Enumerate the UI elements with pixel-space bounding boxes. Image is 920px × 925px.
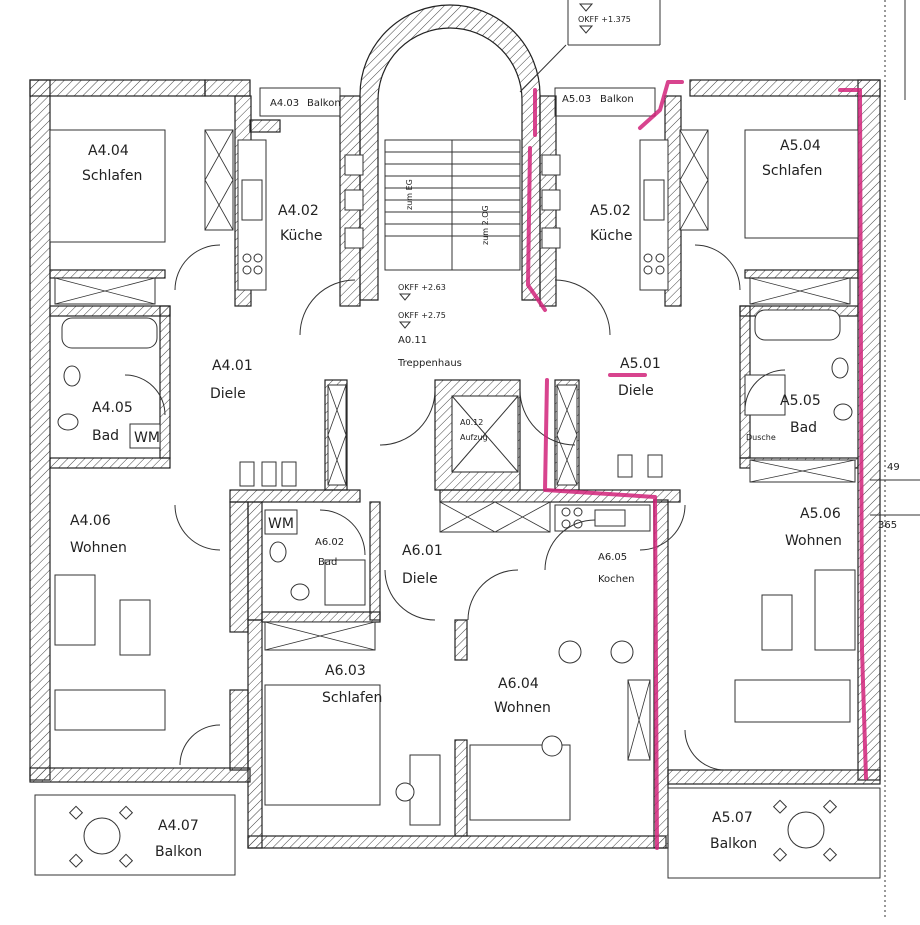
room-a012-id: A0.12	[460, 418, 483, 427]
room-a012-name: Aufzug	[460, 433, 488, 442]
room-a404-name: Schlafen	[82, 168, 142, 184]
balconies	[34, 87, 881, 879]
room-a506-name: Wohnen	[785, 533, 842, 549]
room-a502-name: Küche	[590, 228, 633, 244]
room-a401-id: A4.01	[212, 358, 253, 374]
room-a403-name: Balkon	[307, 98, 341, 109]
dim-49: 49	[887, 462, 900, 473]
room-a404-id: A4.04	[88, 143, 129, 159]
room-a406-name: Wohnen	[70, 540, 127, 556]
room-a402-name: Küche	[280, 228, 323, 244]
stair-tower: zum EG zum 2.OG	[359, 4, 541, 301]
room-labels: A4.03 Balkon A5.03 Balkon A4.04 Schlafen…	[70, 94, 842, 860]
kitchens	[237, 139, 669, 532]
room-a605-name: Kochen	[598, 574, 635, 585]
room-a501-id: A5.01	[620, 356, 661, 372]
annotations: OKFF +1.375 OKFF +2.63 OKFF +2.75 49 365	[398, 0, 920, 920]
room-a601-id: A6.01	[402, 543, 443, 559]
room-a011-name: Treppenhaus	[397, 358, 462, 369]
room-a605-id: A6.05	[598, 552, 627, 563]
room-a506-id: A5.06	[800, 506, 841, 522]
marker-highlight	[526, 80, 868, 850]
room-a504-name: Schlafen	[762, 163, 822, 179]
room-a403-id: A4.03	[270, 98, 299, 109]
room-a407-name: Balkon	[155, 844, 202, 860]
room-a503-id: A5.03	[562, 94, 591, 105]
room-a503-name: Balkon	[600, 94, 634, 105]
room-a604-name: Wohnen	[494, 700, 551, 716]
room-a604-id: A6.04	[498, 676, 539, 692]
room-a602-id: A6.02	[315, 537, 344, 548]
door-swings	[124, 244, 786, 771]
living-furniture	[54, 454, 856, 826]
room-a507-name: Balkon	[710, 836, 757, 852]
bathrooms	[57, 309, 853, 606]
room-a401-name: Diele	[210, 386, 246, 402]
room-a501-name: Diele	[618, 383, 654, 399]
level-top: OKFF +1.375	[578, 15, 631, 24]
room-a502-id: A5.02	[590, 203, 631, 219]
room-a603-id: A6.03	[325, 663, 366, 679]
room-a601-name: Diele	[402, 571, 438, 587]
cabinets	[54, 129, 856, 761]
room-a405-name: Bad	[92, 428, 119, 444]
level-okff1: OKFF +2.63	[398, 283, 446, 292]
room-a402-id: A4.02	[278, 203, 319, 219]
room-a505-id: A5.05	[780, 393, 821, 409]
interior-walls	[49, 95, 859, 837]
room-a011-id: A0.11	[398, 335, 427, 346]
wm-label-1: WM	[134, 430, 160, 446]
room-a505-name: Bad	[790, 420, 817, 436]
stair-label-down: zum EG	[405, 179, 414, 210]
room-a405-id: A4.05	[92, 400, 133, 416]
wm-label-2: WM	[268, 516, 294, 532]
beds	[49, 129, 859, 806]
room-a603-name: Schlafen	[322, 690, 382, 706]
room-a406-id: A4.06	[70, 513, 111, 529]
dim-365: 365	[878, 520, 897, 531]
room-a507-id: A5.07	[712, 810, 753, 826]
dusche-label: Dusche	[746, 433, 776, 442]
room-a602-name: Bad	[318, 557, 337, 568]
room-a407-id: A4.07	[158, 818, 199, 834]
stair-label-up: zum 2.OG	[481, 205, 490, 245]
level-okff2: OKFF +2.75	[398, 311, 446, 320]
room-a504-id: A5.04	[780, 138, 821, 154]
